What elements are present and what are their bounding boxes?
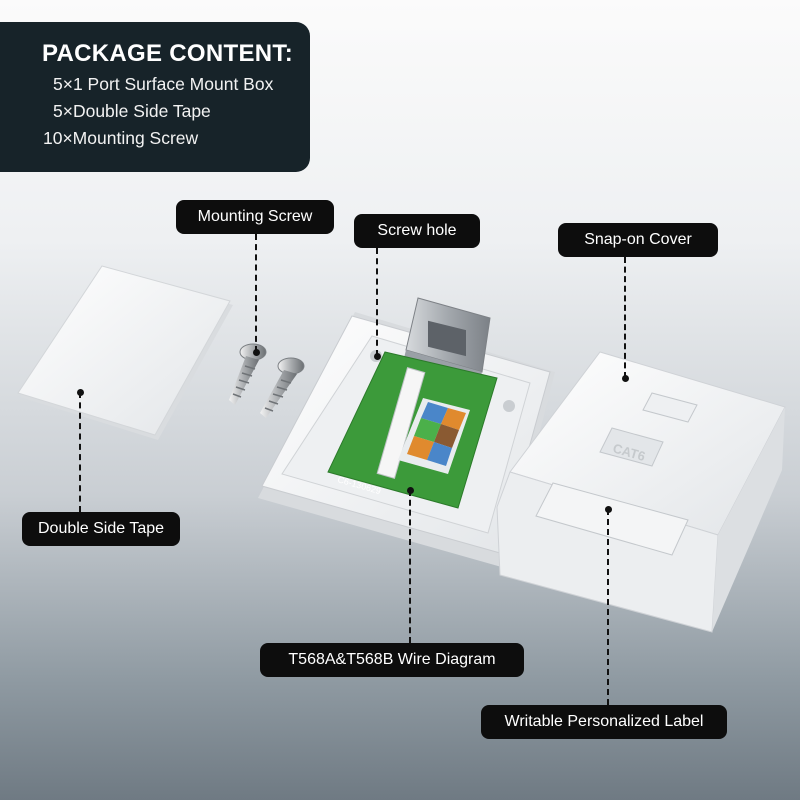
package-title: PACKAGE CONTENT: bbox=[42, 40, 294, 67]
leader-line bbox=[624, 257, 626, 378]
package-item-screws: 10×Mounting Screw bbox=[43, 128, 199, 148]
leader-dot bbox=[373, 352, 381, 360]
package-content-panel: PACKAGE CONTENT: 5×1 Port Surface Mount … bbox=[0, 22, 310, 172]
label-window bbox=[535, 482, 689, 556]
leader-dot bbox=[252, 348, 260, 356]
leader-line bbox=[79, 392, 81, 512]
surface-mount-box-base: C6-130629 bbox=[258, 297, 555, 568]
mounting-screw-2 bbox=[260, 357, 305, 418]
snap-on-cover: CAT6 bbox=[496, 351, 786, 633]
package-item-mount-box: 5×1 Port Surface Mount Box bbox=[53, 74, 274, 94]
callout-screw-hole: Screw hole bbox=[354, 214, 480, 248]
pcb-board: C6-130629 bbox=[327, 351, 498, 509]
callout-wire-diagram: T568A&T568B Wire Diagram bbox=[260, 643, 524, 677]
callout-double-side-tape: Double Side Tape bbox=[22, 512, 180, 546]
callout-personalized-label: Writable Personalized Label bbox=[481, 705, 727, 739]
double-side-tape bbox=[17, 265, 233, 440]
leader-line bbox=[376, 248, 378, 356]
callout-snap-on-cover: Snap-on Cover bbox=[558, 223, 718, 257]
package-item-tape: 5×Double Side Tape bbox=[53, 101, 211, 121]
leader-line bbox=[409, 490, 411, 643]
callout-mounting-screw: Mounting Screw bbox=[176, 200, 334, 234]
leader-line bbox=[607, 509, 609, 705]
leader-line bbox=[255, 234, 257, 352]
mounting-screw-1 bbox=[229, 343, 267, 405]
leader-dot bbox=[621, 374, 629, 382]
